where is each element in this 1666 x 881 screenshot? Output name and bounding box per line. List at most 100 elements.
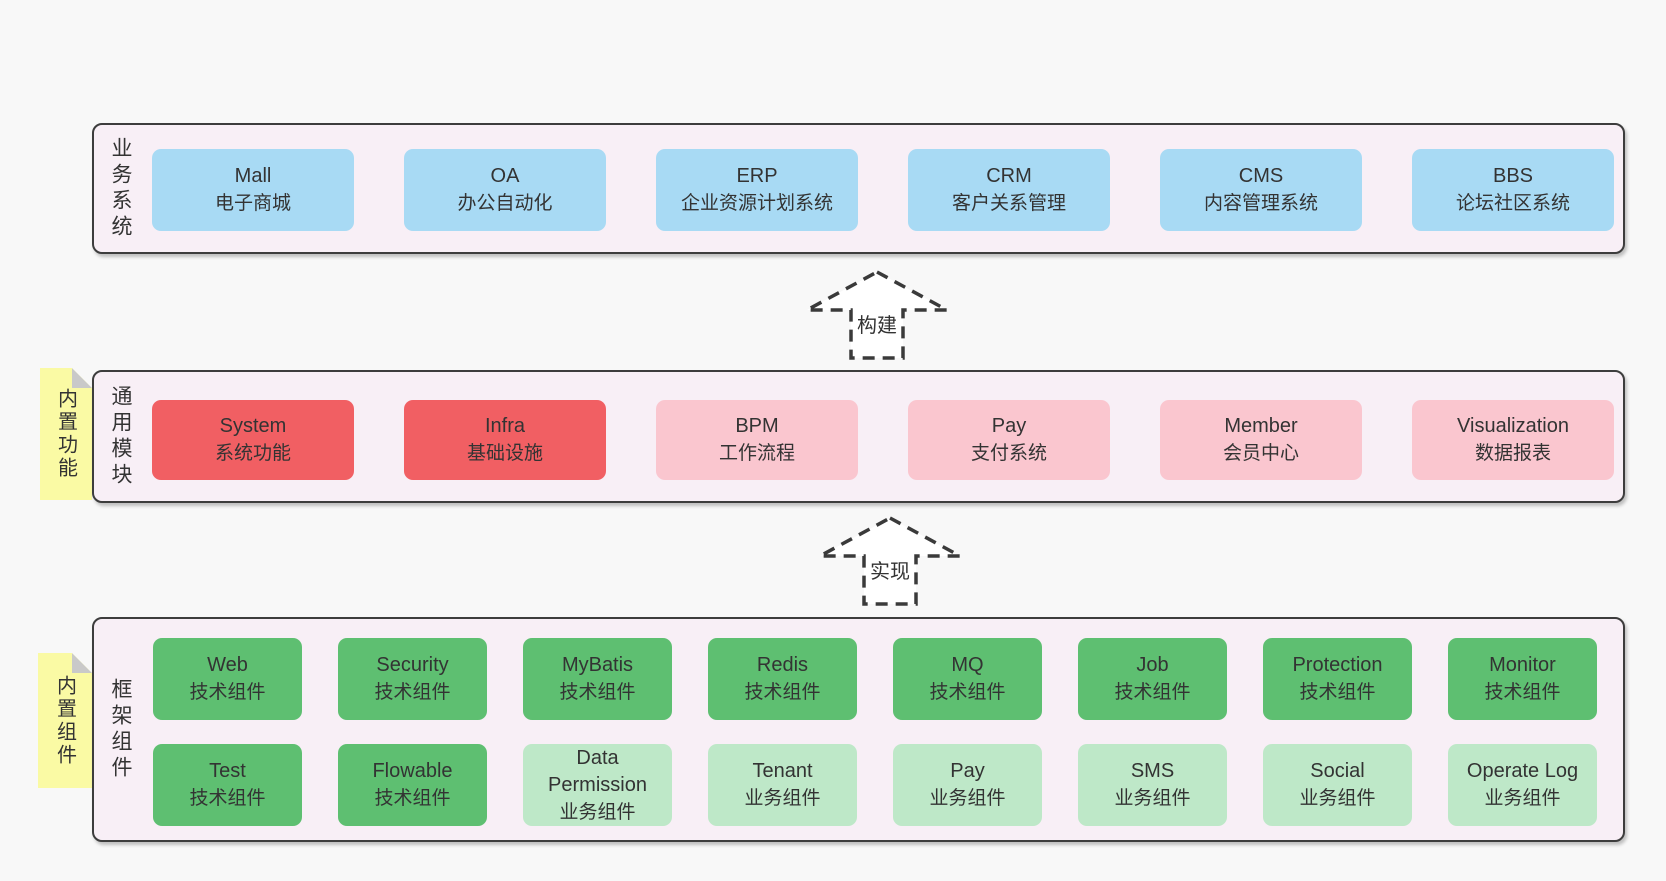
box-subtitle: 电子商城 <box>214 193 291 214</box>
framework-box-row-2: Test 技术组件 Flowable 技术组件 Data Permission … <box>153 744 1597 826</box>
box-security: Security 技术组件 <box>338 638 487 720</box>
box-data-permission: Data Permission 业务组件 <box>523 744 672 826</box>
box-title: Monitor <box>1489 654 1556 676</box>
layer-common-side-label: 通用模块 <box>109 384 132 489</box>
box-title: Infra <box>484 415 526 437</box>
box-subtitle: 技术组件 <box>1114 682 1191 703</box>
common-box-row: System 系统功能 Infra 基础设施 BPM 工作流程 Pay 支付系统… <box>152 400 1614 480</box>
box-title: MQ <box>951 654 984 676</box>
box-subtitle: 技术组件 <box>1299 682 1376 703</box>
business-box-row: Mall 电子商城 OA 办公自动化 ERP 企业资源计划系统 CRM 客户关系… <box>152 149 1614 231</box>
box-title: ERP <box>736 165 778 187</box>
box-bpm: BPM 工作流程 <box>656 400 858 480</box>
box-flowable: Flowable 技术组件 <box>338 744 487 826</box>
box-subtitle: 技术组件 <box>374 788 451 809</box>
box-pay-component: Pay 业务组件 <box>893 744 1042 826</box>
folded-corner-icon <box>72 368 92 388</box>
box-title: Tenant <box>752 760 813 782</box>
box-operate-log: Operate Log 业务组件 <box>1448 744 1597 826</box>
box-subtitle: 客户关系管理 <box>951 193 1066 214</box>
box-oa: OA 办公自动化 <box>404 149 606 231</box>
box-title: Pay <box>950 760 985 782</box>
box-bbs: BBS 论坛社区系统 <box>1412 149 1614 231</box>
arrow-build-label: 构建 <box>857 314 897 337</box>
box-title: SMS <box>1130 760 1175 782</box>
box-subtitle: 业务组件 <box>1484 788 1561 809</box>
arrow-implement-label: 实现 <box>870 560 910 583</box>
box-title: Social <box>1310 760 1365 782</box>
box-subtitle: 系统功能 <box>214 443 291 464</box>
box-title: Protection <box>1292 654 1383 676</box>
box-title: BPM <box>735 415 779 437</box>
arrow-build-outline <box>806 270 948 360</box>
box-sms: SMS 业务组件 <box>1078 744 1227 826</box>
layer-framework-components: 框架组件 Web 技术组件 Security 技术组件 MyBatis 技术组件… <box>92 617 1625 842</box>
box-member: Member 会员中心 <box>1160 400 1362 480</box>
box-title: Flowable <box>372 760 453 782</box>
box-system: System 系统功能 <box>152 400 354 480</box>
box-subtitle: 技术组件 <box>929 682 1006 703</box>
arrow-implement-outline <box>819 516 961 606</box>
sticky-note-label: 内置功能 <box>54 388 77 480</box>
box-test: Test 技术组件 <box>153 744 302 826</box>
box-title: Redis <box>756 654 809 676</box>
box-protection: Protection 技术组件 <box>1263 638 1412 720</box>
box-subtitle: 支付系统 <box>970 443 1047 464</box>
box-cms: CMS 内容管理系统 <box>1160 149 1362 231</box>
box-job: Job 技术组件 <box>1078 638 1227 720</box>
arrow-build-up: 构建 <box>806 270 948 360</box>
box-subtitle: 会员中心 <box>1222 443 1299 464</box>
box-monitor: Monitor 技术组件 <box>1448 638 1597 720</box>
box-tenant: Tenant 业务组件 <box>708 744 857 826</box>
box-title: CRM <box>986 165 1032 187</box>
box-title: Mall <box>234 165 272 187</box>
box-subtitle: 业务组件 <box>929 788 1006 809</box>
box-subtitle: 技术组件 <box>189 788 266 809</box>
box-subtitle: 企业资源计划系统 <box>680 193 833 214</box>
layer-business-systems: 业务系统 Mall 电子商城 OA 办公自动化 ERP 企业资源计划系统 CRM… <box>92 123 1625 254</box>
box-pay: Pay 支付系统 <box>908 400 1110 480</box>
box-title: MyBatis <box>561 654 634 676</box>
box-subtitle: 数据报表 <box>1474 443 1551 464</box>
box-title: Web <box>207 654 248 676</box>
box-title: Operate Log <box>1466 760 1579 782</box>
box-title: CMS <box>1238 165 1284 187</box>
box-subtitle: 基础设施 <box>466 443 543 464</box>
box-subtitle: 业务组件 <box>744 788 821 809</box>
box-title: Test <box>209 760 246 782</box>
layer-business-side-label: 业务系统 <box>109 136 132 241</box>
sticky-note-label: 内置组件 <box>53 674 76 767</box>
folded-corner-icon <box>72 653 92 673</box>
box-subtitle: 业务组件 <box>559 801 636 823</box>
box-subtitle: 工作流程 <box>718 443 795 464</box>
box-subtitle: 办公自动化 <box>457 193 553 214</box>
box-title: Visualization <box>1457 415 1569 437</box>
box-title: Security <box>376 654 449 676</box>
sticky-note-builtin-features: 内置功能 <box>40 368 92 500</box>
box-subtitle: 技术组件 <box>189 682 266 703</box>
box-subtitle: 技术组件 <box>559 682 636 703</box>
box-mybatis: MyBatis 技术组件 <box>523 638 672 720</box>
box-subtitle: 技术组件 <box>374 682 451 703</box>
box-title: System <box>219 415 287 437</box>
box-subtitle: 内容管理系统 <box>1203 193 1318 214</box>
box-subtitle: 技术组件 <box>744 682 821 703</box>
box-crm: CRM 客户关系管理 <box>908 149 1110 231</box>
box-subtitle: 业务组件 <box>1114 788 1191 809</box>
box-title: Data Permission <box>548 746 647 796</box>
box-erp: ERP 企业资源计划系统 <box>656 149 858 231</box>
arrow-implement-up: 实现 <box>819 516 961 606</box>
box-web: Web 技术组件 <box>153 638 302 720</box>
box-title: Job <box>1136 654 1169 676</box>
box-infra: Infra 基础设施 <box>404 400 606 480</box>
layer-common-modules: 通用模块 System 系统功能 Infra 基础设施 BPM 工作流程 Pay… <box>92 370 1625 503</box>
layer-framework-side-label: 框架组件 <box>109 677 132 782</box>
framework-box-row-1: Web 技术组件 Security 技术组件 MyBatis 技术组件 Redi… <box>153 638 1597 720</box>
box-redis: Redis 技术组件 <box>708 638 857 720</box>
box-title: OA <box>490 165 520 187</box>
sticky-note-builtin-components: 内置组件 <box>38 653 92 788</box>
box-social: Social 业务组件 <box>1263 744 1412 826</box>
box-title: Pay <box>991 415 1027 437</box>
box-title: BBS <box>1492 165 1534 187</box>
